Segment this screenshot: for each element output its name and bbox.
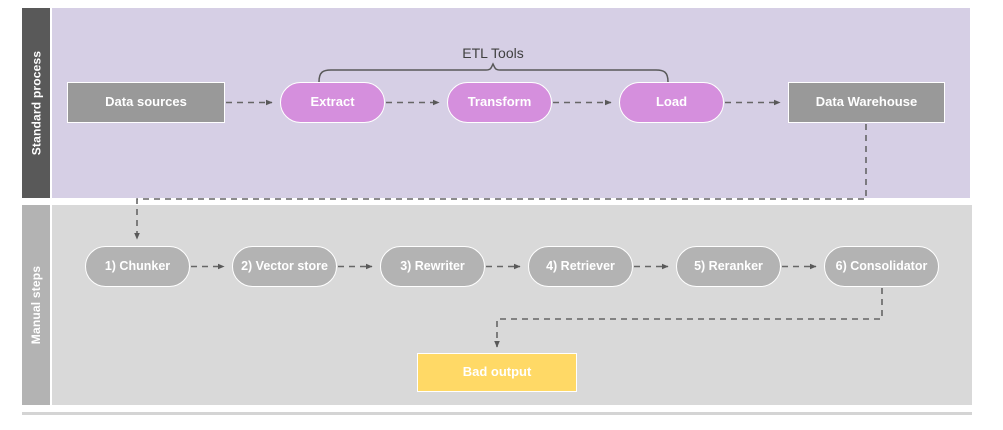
chunker-node[interactable]: 1) Chunker — [85, 246, 190, 287]
connector-consolidator-to-bad-output — [494, 288, 883, 348]
load-node[interactable]: Load — [619, 82, 724, 123]
vector-store-node[interactable]: 2) Vector store — [232, 246, 337, 287]
bottom-divider — [22, 412, 972, 415]
rewriter-node[interactable]: 3) Rewriter — [380, 246, 485, 287]
etl-tools-brace — [318, 62, 669, 83]
lane-label-manual-steps: Manual steps — [22, 205, 50, 405]
connector-warehouse-to-chunker — [134, 124, 867, 240]
transform-node[interactable]: Transform — [447, 82, 552, 123]
etl-tools-label: ETL Tools — [462, 45, 524, 61]
retriever-node[interactable]: 4) Retriever — [528, 246, 633, 287]
extract-node[interactable]: Extract — [280, 82, 385, 123]
data-sources-node[interactable]: Data sources — [67, 82, 225, 123]
reranker-node[interactable]: 5) Reranker — [676, 246, 781, 287]
lane-label-standard-process: Standard process — [22, 8, 50, 198]
bad-output-node[interactable]: Bad output — [417, 353, 577, 392]
consolidator-node[interactable]: 6) Consolidator — [824, 246, 939, 287]
data-warehouse-node[interactable]: Data Warehouse — [788, 82, 945, 123]
